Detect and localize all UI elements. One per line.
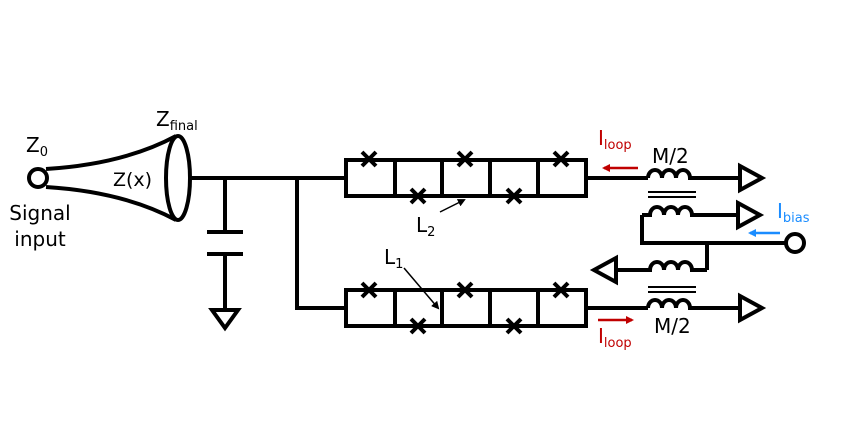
bias-inductor-bottom	[616, 260, 707, 272]
signal-input-terminal	[27, 167, 49, 189]
z0-label: Z0	[26, 133, 48, 160]
bias-terminal-top	[736, 199, 765, 231]
iloop-label-top: Iloop	[598, 126, 632, 153]
top-output-inductor	[586, 168, 740, 180]
bias-inductor-top	[642, 205, 738, 217]
l1-label: L1	[384, 245, 403, 272]
tapered-transmission-line	[45, 134, 192, 222]
bias-input-terminal	[784, 232, 806, 254]
junction-array-top	[344, 150, 588, 205]
signal-input-label-line1: Signal	[9, 201, 70, 225]
l2-pointer	[439, 199, 466, 213]
signal-input-label-line2: input	[14, 227, 66, 251]
ibias-label: Ibias	[777, 199, 810, 226]
coupling-core-bottom	[648, 286, 696, 293]
bottom-output-inductor	[586, 298, 740, 310]
iloop-label-bottom: Iloop	[598, 324, 632, 351]
m2-label-bottom: M/2	[654, 314, 691, 338]
ground-symbol	[208, 308, 242, 332]
shunt-capacitor	[207, 178, 243, 310]
output-terminal-top	[738, 162, 767, 194]
junction-array-bottom	[344, 281, 588, 335]
m2-label-top: M/2	[652, 144, 689, 168]
zfinal-label: Zfinal	[156, 107, 198, 134]
l1-pointer	[403, 267, 440, 310]
branch-line	[295, 178, 346, 310]
output-terminal-bottom	[738, 292, 767, 324]
zx-label: Z(x)	[113, 169, 152, 191]
l2-label: L2	[416, 213, 435, 240]
coupling-core-top	[648, 191, 696, 198]
bias-loop-wire	[640, 215, 786, 245]
bias-terminal-bottom	[589, 254, 618, 286]
